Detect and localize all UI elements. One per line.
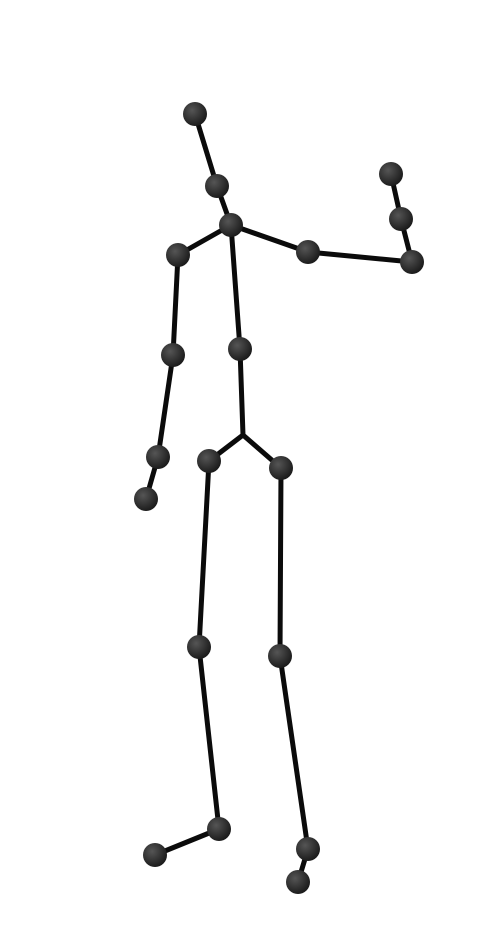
joint-right-shoulder — [296, 240, 320, 264]
joint-left-toe — [143, 843, 167, 867]
joint-right-wrist — [389, 207, 413, 231]
joint-left-shoulder — [166, 243, 190, 267]
joint-left-knee — [187, 635, 211, 659]
joint-right-elbow — [400, 250, 424, 274]
bone-right-knee-to-right-ankle — [277, 653, 311, 852]
joint-head — [183, 102, 207, 126]
bone-left-shoulder-to-left-elbow — [170, 252, 181, 358]
bone-left-elbow-to-left-wrist — [155, 352, 176, 460]
joint-left-wrist — [146, 445, 170, 469]
joint-right-toe — [286, 870, 310, 894]
bone-mid-spine-to-pelvis — [237, 346, 246, 438]
joint-upper-spine — [219, 213, 243, 237]
joint-right-hand — [379, 162, 403, 186]
bone-upper-spine-to-mid-spine — [228, 222, 243, 352]
joint-left-hip — [197, 449, 221, 473]
bone-head-to-neck — [192, 111, 220, 189]
joint-neck — [205, 174, 229, 198]
joint-left-elbow — [161, 343, 185, 367]
joint-right-knee — [268, 644, 292, 668]
joint-left-ankle — [207, 817, 231, 841]
joints — [134, 102, 424, 894]
joint-right-hip — [269, 456, 293, 480]
bone-right-hip-to-right-knee — [277, 465, 284, 659]
bone-left-knee-to-left-ankle — [196, 644, 222, 832]
joint-left-hand — [134, 487, 158, 511]
joint-mid-spine — [228, 337, 252, 361]
bone-left-hip-to-left-knee — [196, 458, 212, 650]
bone-upper-spine-to-right-shoulder — [228, 222, 311, 255]
bone-right-shoulder-to-right-elbow — [305, 249, 415, 265]
joint-right-ankle — [296, 837, 320, 861]
